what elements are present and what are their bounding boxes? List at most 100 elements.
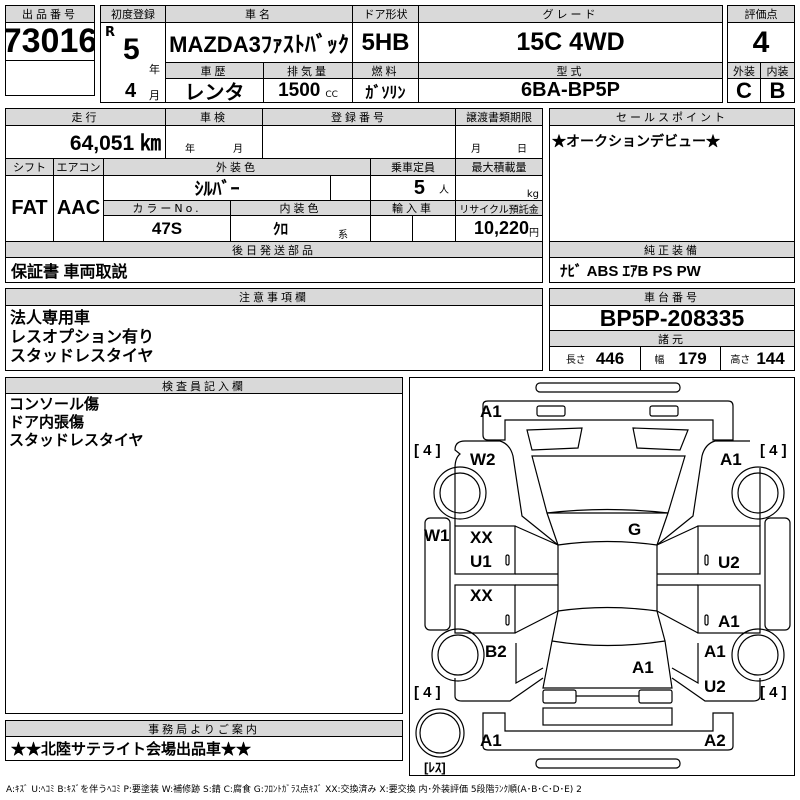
month-unit: 月 [149,89,160,102]
displacement-label: 排気量 [263,62,353,79]
notes-box [5,305,543,371]
mark-right-quarter-u: U2 [704,677,726,696]
mark-rear-bumper-left: A1 [480,731,502,750]
displacement-cell: 1500 CC [263,78,353,103]
fuel-label: 燃料 [352,62,419,79]
exterior-label: 外装 [727,62,761,79]
office-notice: ★★北陸サテライト会場出品車★★ [5,736,403,761]
lot-blank [5,60,95,96]
interior-color-label: 内装色 [230,200,371,216]
height: 144 [756,348,785,368]
inspector-label: 検査員記入欄 [5,377,403,394]
capacity: 5 [413,176,425,199]
reg-no [262,125,456,159]
score: 4 [727,22,795,63]
mark-left-quarter: B2 [485,642,507,661]
car-name: MAZDA3ﾌｧｽﾄﾊﾞｯｸ [165,22,353,63]
mark-front-right-fender: A1 [720,450,742,469]
mark-right-front-door: U2 [718,553,740,572]
reg-no-label: 登録番号 [262,108,456,126]
load-label: 最大積載量 [455,158,543,176]
recycle-fee: 10,220 [473,218,529,238]
sales-label: セールスポイント [549,108,795,126]
mark-front-bumper: A1 [480,402,502,421]
import-label: 輸入車 [370,200,456,216]
yen-unit: 円 [529,228,539,239]
length-label: 長さ [565,355,586,366]
inspection-cell: 年月 [165,125,263,159]
grade-label: グレード [418,5,723,23]
chassis-label: 車台番号 [549,288,795,306]
notes-label: 注意事項欄 [5,288,543,306]
damage-diagram: A1 [ 4 ] W2 A1 [ 4 ] W1 XX G U1 U2 XX A1… [409,377,795,776]
mark-left-front-door-xx: XX [470,528,493,547]
mark-left-front-door-u: U1 [470,552,492,571]
inspector-line: コンソール傷 [9,395,100,413]
year-unit: 年 [149,63,160,76]
capacity-label: 乗車定員 [370,158,456,176]
import-b [412,215,456,242]
tire-fr: [ 4 ] [760,442,787,459]
lot-number: 73016 [5,22,95,61]
model-label: 型式 [418,62,723,79]
color-no: 47S [103,215,231,242]
ac: AAC [53,175,104,242]
note-line: 法人専用車 [10,308,91,327]
era: R [105,25,116,40]
ac-label: エアコン [53,158,104,176]
shift-label: シフト [5,158,54,176]
load-kg: kg [455,175,543,201]
transfer-month-unit: 月 [471,144,481,155]
inspector-line: ドア内張傷 [9,413,85,431]
exterior-grade: C [727,78,761,103]
mileage-label: 走行 [5,108,166,126]
reg-month: 4 [125,80,137,102]
color: ｼﾙﾊﾞｰ [103,175,331,201]
score-label: 評価点 [727,5,795,23]
interior-color: ｸﾛ [272,221,288,238]
chassis-number: BP5P-208335 [549,305,795,331]
tire-rr: [ 4 ] [760,684,787,701]
door-label: ドア形状 [352,5,419,23]
history-label: 車歴 [165,62,264,79]
person-unit: 人 [439,184,449,196]
sales-point: ★オークションデビュー★ [549,125,795,242]
kei-suffix: 系 [338,230,348,241]
color-extra [330,175,371,201]
color-no-label: カラーNo. [103,200,231,216]
shift: FAT [5,175,54,242]
car-name-label: 車名 [165,5,353,23]
first-reg-label: 初度登録 [100,5,166,23]
mark-right-quarter: A1 [704,642,726,661]
mark-windshield: G [628,520,642,539]
displacement: 1500 [278,79,321,101]
inspector-box [5,393,403,714]
mark-rear-bumper-right: A2 [704,731,726,750]
insp-month-unit: 月 [233,144,243,155]
cc-unit: CC [325,89,338,100]
mark-left-sill: W1 [424,526,450,545]
model: 6BA-BP5P [418,78,723,103]
tire-rl: [ 4 ] [414,684,441,701]
history: レンタ [165,78,264,103]
note-line: レスオプション有り [10,327,155,346]
first-reg-cell: R 5 年 4 月 [100,22,166,103]
recycle-label: リサイクル預託金 [455,200,543,216]
spare-tire: [ﾚｽ] [424,760,446,775]
later-parts: 保証書 車両取説 [5,257,543,283]
import-a [370,215,413,242]
door-type: 5HB [352,22,419,63]
mark-front-left-fender: W2 [470,450,496,469]
later-parts-label: 後日発送部品 [5,241,543,258]
grade: 15C 4WD [418,22,723,63]
lot-label: 出品番号 [5,5,95,23]
interior-grade: B [760,78,795,103]
insp-year-unit: 年 [185,144,195,155]
car-outline [415,382,791,769]
width: 179 [678,348,707,368]
mark-right-rear-door: A1 [718,612,740,631]
